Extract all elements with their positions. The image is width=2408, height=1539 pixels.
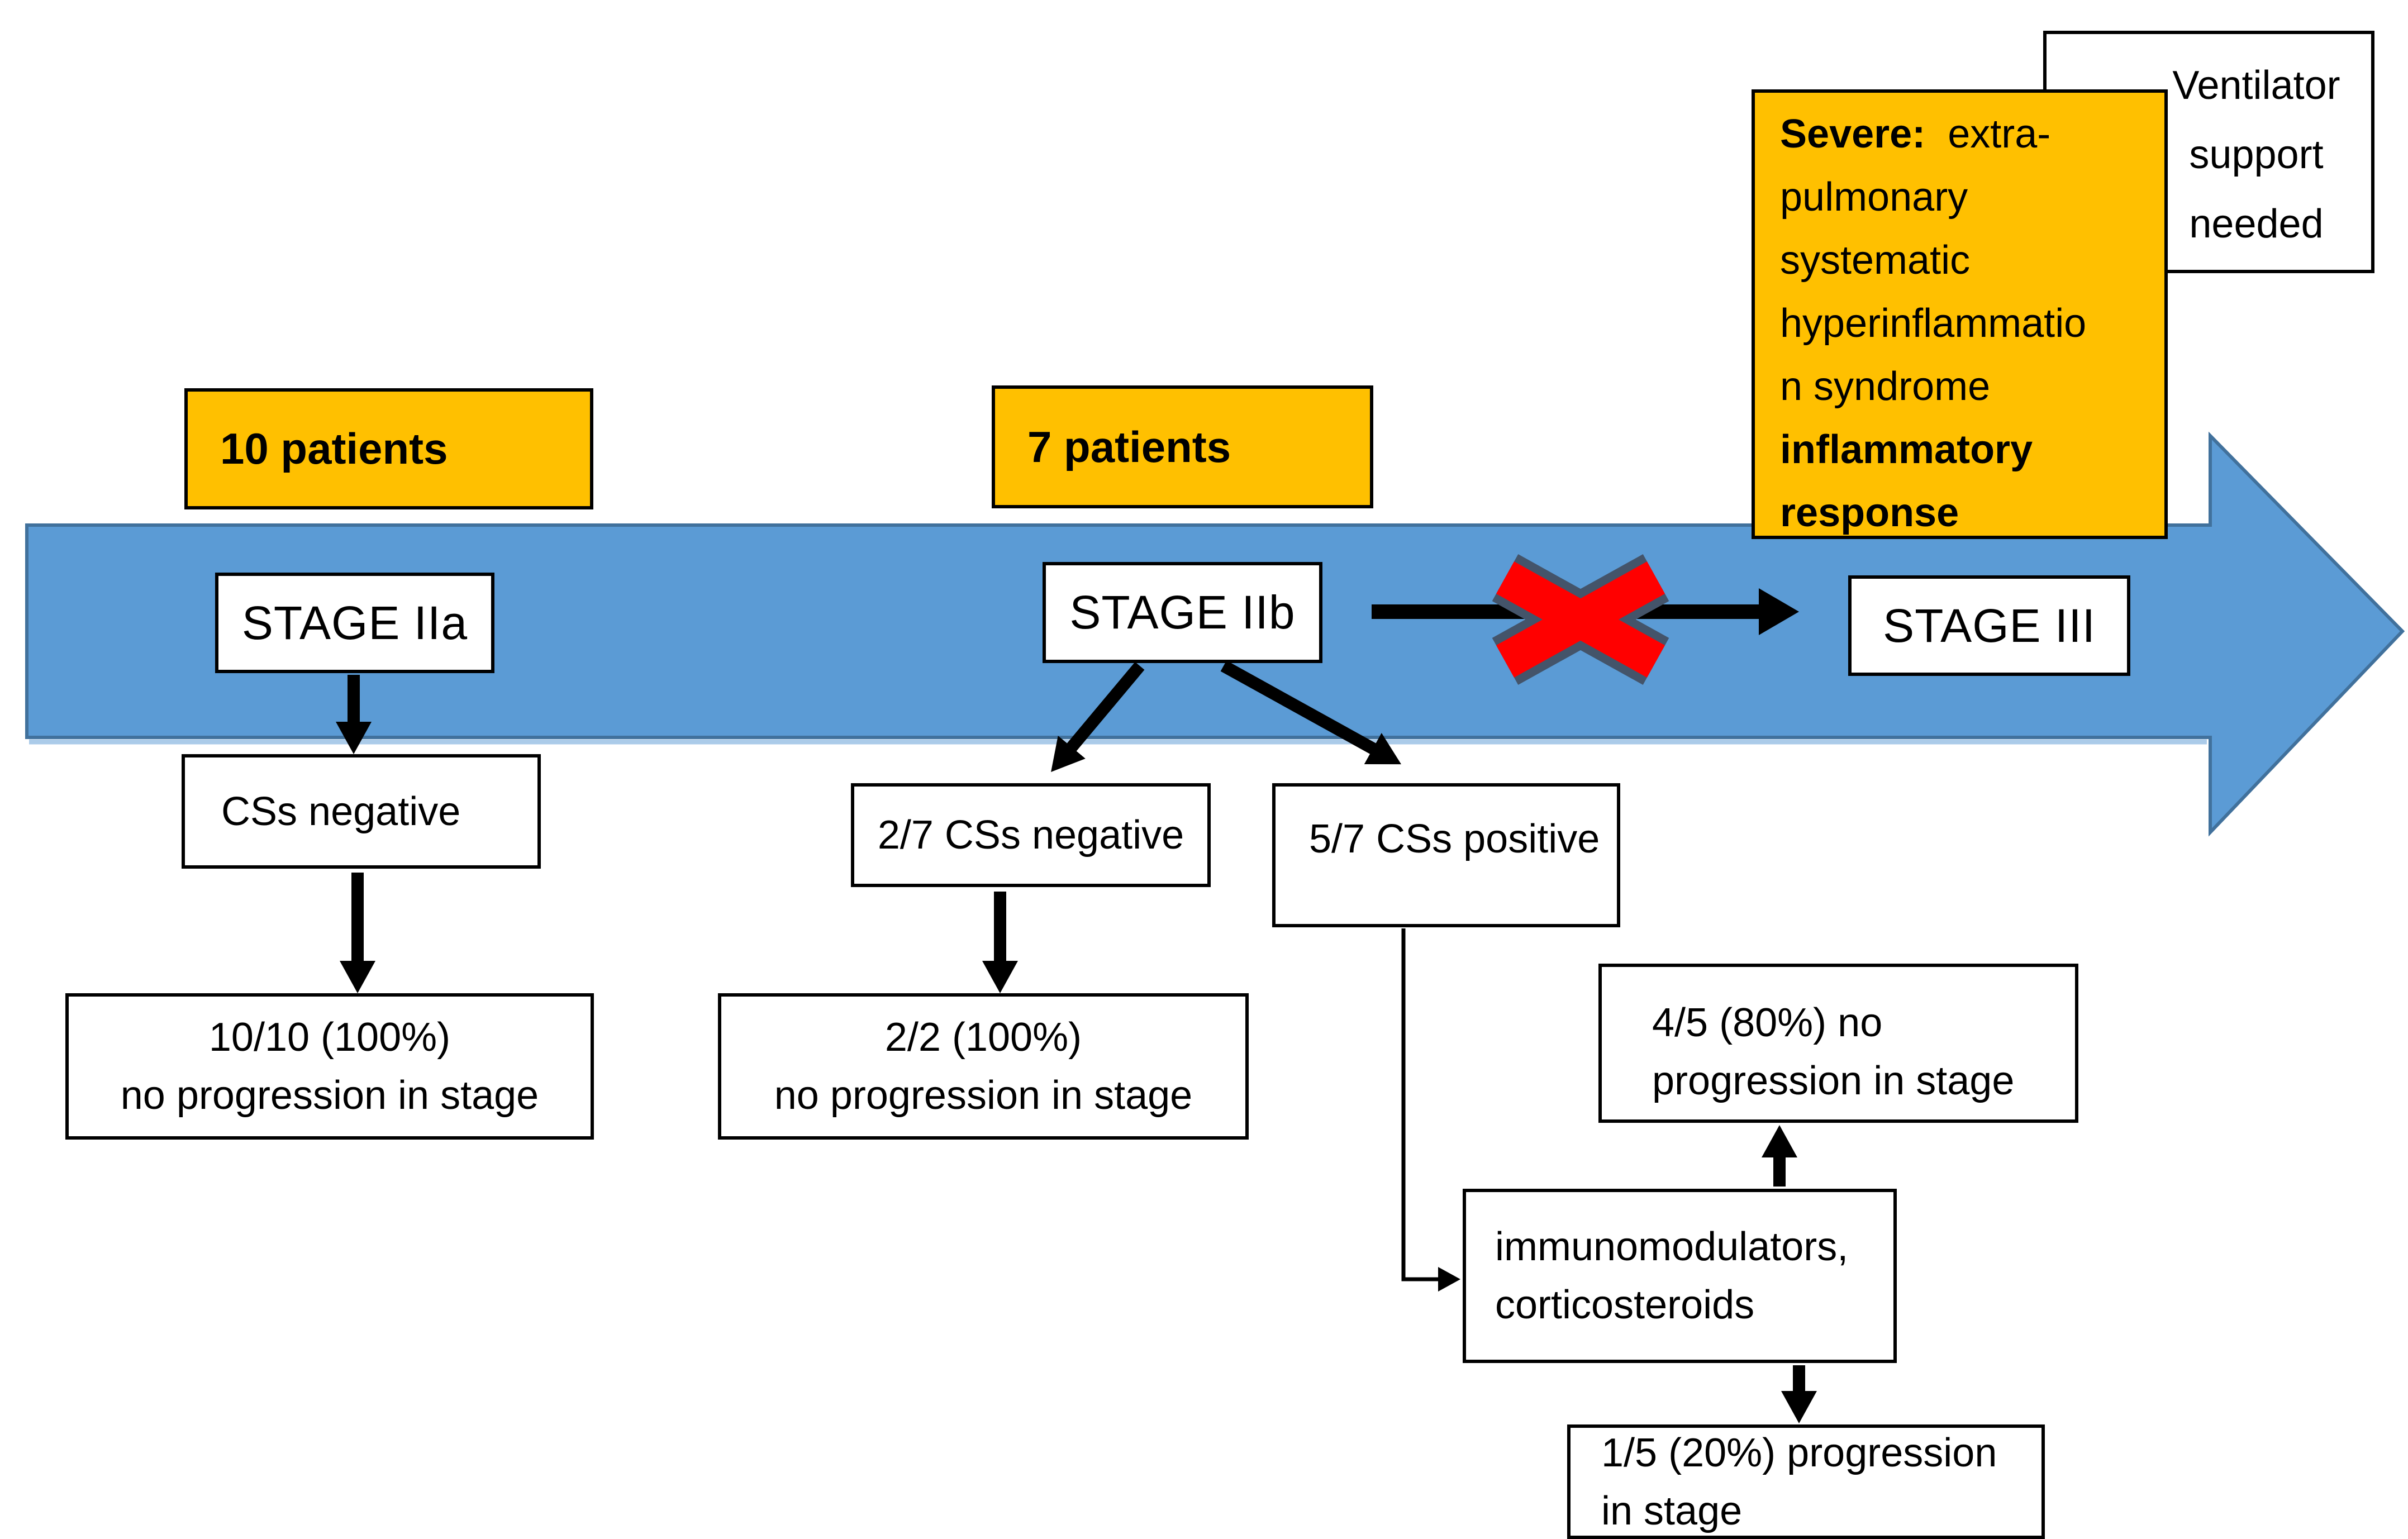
result-5of7-box: 5/7 CSs positive [1272,783,1620,927]
ventilator-note-line: needed [2189,202,2324,246]
arrow-stage-iib-to-2of7 [1051,661,1145,772]
severe-note-line: pulmonary [1780,175,1968,220]
severe-note-line: response [1780,490,1959,535]
result-2of2-line: 2/2 (100%) [884,1015,1082,1060]
arrow-stage-iib-to-5of7 [1220,660,1401,765]
severe-note-line: inflammatory [1780,427,2033,472]
result-4of5-line: 4/5 (80%) no [1652,1000,1883,1045]
badge-7-patients-label: 7 patients [1027,422,1231,471]
result-10of10-line: 10/10 (100%) [208,1015,451,1060]
result-4of5-box: 4/5 (80%) no progression in stage [1598,964,2078,1123]
result-2of7-box: 2/7 CSs negative [851,783,1211,887]
result-2of2-box: 2/2 (100%) no progression in stage [718,993,1249,1140]
severe-note-line: hyperinflammatio [1780,301,2087,346]
red-cross-icon [1492,554,1669,685]
arrow-5of7-to-immunomodulators [1401,928,1460,1292]
severe-note-line: systematic [1780,238,1971,283]
stage-iii-box: STAGE III [1848,575,2130,676]
stage-iia-box: STAGE IIa [215,573,494,673]
immunomodulators-box: immunomodulators, corticosteroids [1463,1189,1897,1363]
ventilator-note-line: support [2189,132,2324,177]
badge-7-patients: 7 patients [992,385,1373,508]
stage-iii-label: STAGE III [1883,599,2096,652]
result-1of5-line: in stage [1601,1488,1743,1533]
result-1of5-line: 1/5 (20%) progression [1601,1430,1997,1475]
severe-note-line: Severe: extra- [1780,112,2051,156]
stage-iib-box: STAGE IIb [1043,562,1322,663]
css-negative-box: CSs negative [182,754,541,869]
stage-iia-label: STAGE IIa [241,596,468,649]
immunomodulators-line: corticosteroids [1495,1283,1755,1327]
ventilator-note-line: Ventilator [2172,63,2340,108]
badge-10-patients-label: 10 patients [220,424,448,473]
result-1of5-box: 1/5 (20%) progression in stage [1567,1424,2045,1539]
severe-note-line: n syndrome [1780,364,1991,409]
severe-note-box: Severe: extra- pulmonary systematic hype… [1752,89,2168,539]
result-4of5-line: progression in stage [1652,1058,2015,1103]
css-negative-label: CSs negative [221,789,461,834]
result-5of7-label: 5/7 CSs positive [1309,817,1600,861]
result-10of10-line: no progression in stage [120,1073,539,1118]
immunomodulators-line: immunomodulators, [1495,1224,1849,1269]
stage-iib-label: STAGE IIb [1069,586,1296,639]
result-10of10-box: 10/10 (100%) no progression in stage [65,993,594,1140]
result-2of7-label: 2/7 CSs negative [877,813,1184,857]
badge-10-patients: 10 patients [184,388,593,509]
result-2of2-line: no progression in stage [774,1073,1193,1118]
